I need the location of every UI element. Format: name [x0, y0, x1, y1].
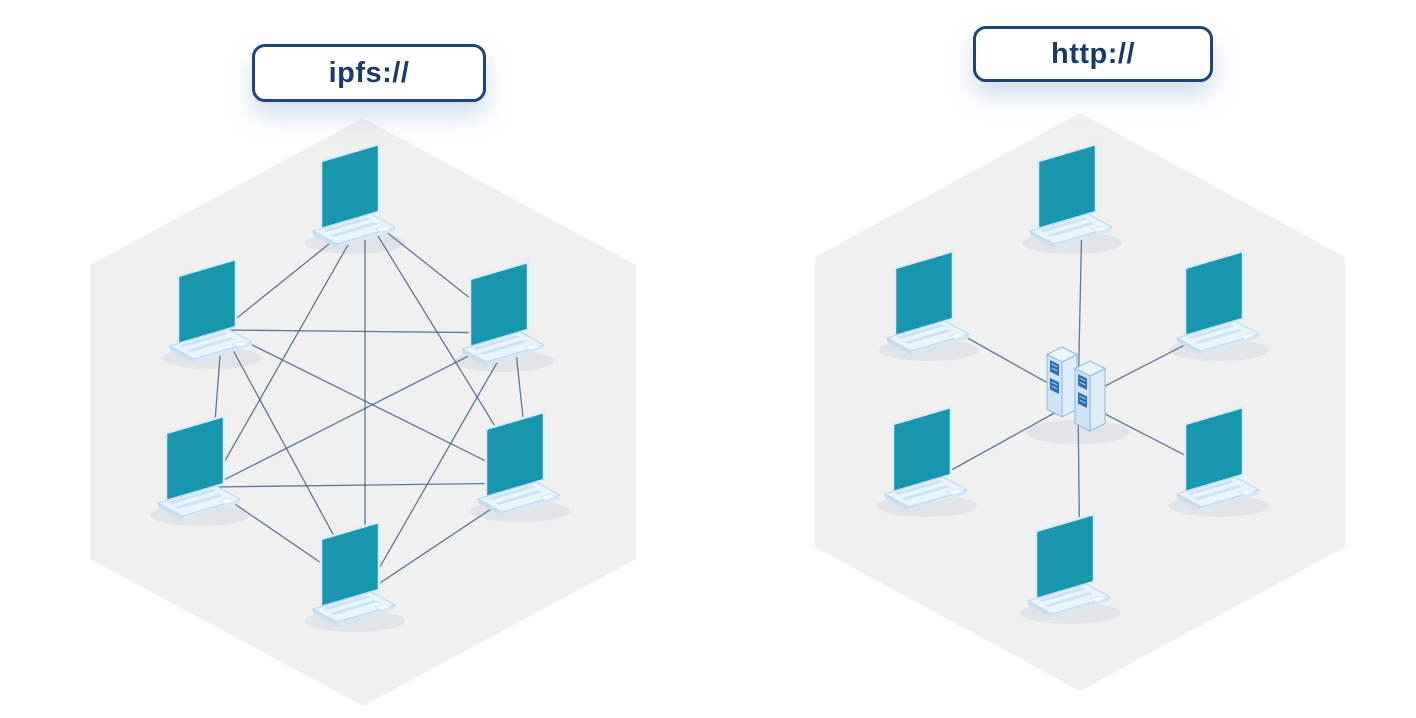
connection-line: [221, 329, 531, 484]
ipfs-network: [90, 118, 636, 706]
http-protocol-label: http://: [973, 26, 1213, 82]
http-network: [815, 113, 1345, 691]
connection-line: [364, 332, 515, 594]
connection-line: [209, 214, 366, 488]
connection-line: [209, 482, 531, 488]
connection-line: [221, 329, 515, 334]
ipfs-protocol-label: ipfs://: [252, 44, 486, 102]
